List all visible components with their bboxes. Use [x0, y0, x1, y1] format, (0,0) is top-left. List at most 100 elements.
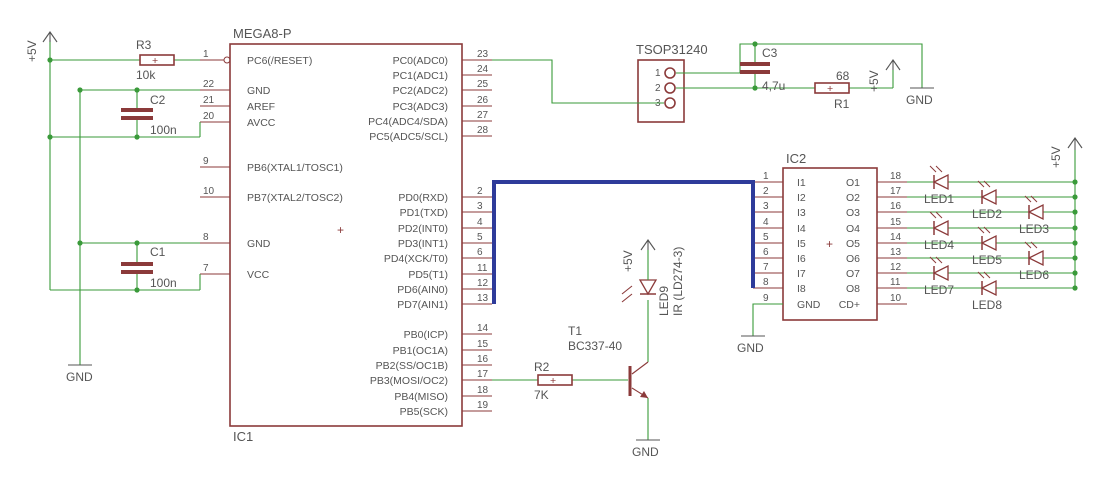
led-label: LED8	[972, 298, 1002, 312]
svg-text:68: 68	[836, 69, 850, 83]
svg-text:100n: 100n	[150, 123, 177, 137]
gnd-symbol-top: GND	[906, 87, 934, 107]
ic1-pin-num: 25	[477, 79, 489, 90]
led-ray	[977, 226, 985, 234]
tsop-pin-2-num: 2	[655, 83, 661, 94]
ic1-pin-label: PB7(XTAL2/TOSC2)	[247, 192, 343, 204]
led-ray	[1030, 195, 1038, 203]
led-triangle	[932, 219, 949, 237]
led-diode: LED2	[972, 180, 1002, 221]
svg-text:GND: GND	[632, 445, 659, 459]
led-ray	[935, 165, 943, 173]
gnd-symbol-left: GND	[66, 364, 93, 384]
ic2-body	[782, 167, 878, 321]
ic1-pin-num: 26	[477, 95, 489, 106]
svg-text:+5V: +5V	[25, 40, 39, 62]
ic2-pin-num: 11	[890, 277, 901, 288]
ic1-pin-label: PB4(MISO)	[394, 391, 448, 403]
tsop-pin-2-circle	[664, 82, 676, 94]
led-diode: LED3	[1019, 195, 1049, 236]
ic2-pin-num: 2	[763, 186, 769, 197]
svg-text:GND: GND	[66, 370, 93, 384]
led-diode: LED6	[1019, 241, 1049, 282]
led-triangle	[1027, 203, 1044, 221]
svg-text:GND: GND	[737, 341, 764, 355]
ic1-center-mark: +	[337, 223, 344, 237]
ic1-pin-num: 21	[203, 95, 215, 106]
ic2-center-mark: +	[826, 237, 833, 251]
ic1-pin-num: 15	[477, 339, 489, 350]
svg-text:R2: R2	[534, 360, 550, 374]
led-triangle	[932, 173, 949, 191]
ic1-pin-label: PD0(RXD)	[398, 192, 448, 204]
led-label: LED5	[972, 253, 1002, 267]
svg-text:GND: GND	[906, 93, 933, 107]
led-row-junction	[1072, 194, 1078, 200]
svg-text:C3: C3	[762, 46, 778, 60]
tsop-name: TSOP31240	[636, 42, 708, 57]
top-junctions	[752, 41, 758, 91]
ic1-pin-label: PC2(ADC2)	[393, 85, 448, 97]
ic2-gnd-wire: GND	[737, 303, 783, 355]
led-triangle	[980, 234, 997, 252]
ic1-body	[229, 43, 463, 427]
led-diode: LED1	[924, 165, 954, 206]
ic2-pin-label: O5	[846, 238, 860, 250]
ic1-pin-num: 28	[477, 125, 489, 136]
led-ray	[1024, 195, 1032, 203]
ic2-pin-label: I3	[797, 207, 806, 219]
ic1-pin-num: 10	[203, 186, 215, 197]
svg-text:IR (LD274-3): IR (LD274-3)	[671, 247, 685, 316]
ic1-name: IC1	[233, 429, 253, 444]
ic2-pin-label: I6	[797, 253, 806, 265]
svg-text:R3: R3	[136, 38, 152, 52]
led-ray	[1030, 241, 1038, 249]
gnd-symbol-t1: GND	[632, 439, 660, 459]
ic1-reset-bubble	[223, 56, 231, 64]
led-label: LED7	[924, 283, 954, 297]
svg-text:+5V: +5V	[1049, 146, 1063, 168]
ic2-pin-label: O6	[846, 253, 860, 265]
tsop-body	[637, 59, 685, 123]
ic1-pin-label: PD1(TXD)	[400, 207, 448, 219]
ic1-pin-label: PB6(XTAL1/TOSC1)	[247, 162, 343, 174]
led-label: LED1	[924, 192, 954, 206]
led-ray	[929, 165, 937, 173]
ic1-pin-label: PC3(ADC3)	[393, 101, 448, 113]
led-label: LED6	[1019, 268, 1049, 282]
ic2-pin-label: GND	[797, 299, 821, 311]
data-bus	[492, 180, 755, 304]
led-row-junction	[1072, 225, 1078, 231]
ic2-name: IC2	[786, 151, 806, 166]
svg-text:7K: 7K	[534, 388, 549, 402]
ic1-pin-label: GND	[247, 238, 271, 250]
led-row-junction	[1072, 285, 1078, 291]
ic1-pin-num: 9	[203, 156, 209, 167]
ic2-pin-label: O1	[846, 177, 860, 189]
ic1-pin-num: 13	[477, 293, 489, 304]
led-row-junction	[1072, 255, 1078, 261]
ic1-pin-label: PD4(XCK/T0)	[384, 253, 448, 265]
ic1-pin-num: 20	[203, 111, 215, 122]
ic1-pin-label: PC4(ADC4/SDA)	[368, 116, 448, 128]
led-triangle	[980, 188, 997, 206]
ic2-pin-num: 10	[890, 293, 902, 304]
left-wires	[49, 40, 201, 365]
ic1-pin-label: AREF	[247, 101, 275, 113]
vcc-symbol-r1: +5V	[867, 59, 901, 92]
led-ray	[935, 211, 943, 219]
ic2-pin-num: 16	[890, 201, 902, 212]
led-triangle	[932, 264, 949, 282]
left-junctions	[47, 57, 140, 293]
ic1-pin-num: 2	[477, 186, 483, 197]
ic2-pin-label: O8	[846, 283, 860, 295]
svg-text:+5V: +5V	[621, 250, 635, 272]
ic1-pin-num: 6	[477, 247, 483, 258]
svg-text:10k: 10k	[136, 68, 156, 82]
led-row-junction	[1072, 240, 1078, 246]
ic2-pin-label: O2	[846, 192, 860, 204]
tsop-pin-1-circle	[664, 67, 676, 79]
ic2-pin-label: I5	[797, 238, 806, 250]
